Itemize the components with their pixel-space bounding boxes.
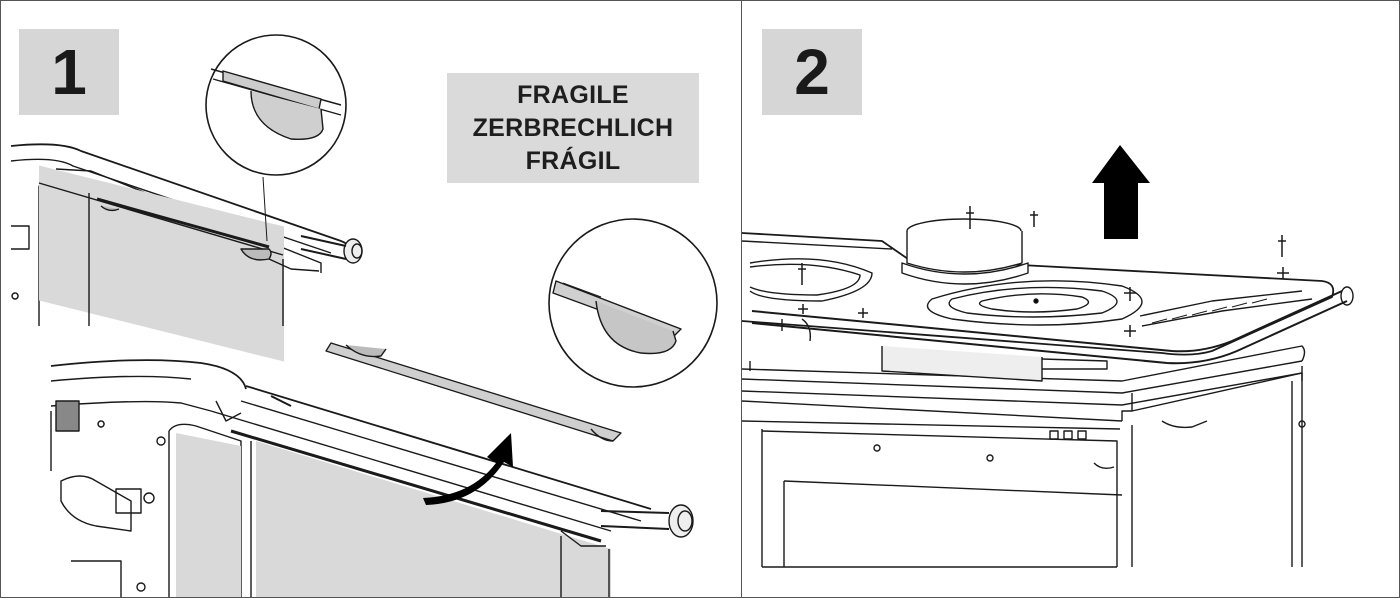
zoom-detail-bar bbox=[548, 218, 718, 388]
flue-collar bbox=[901, 218, 1029, 285]
fragile-text-de: ZERBRECHLICH bbox=[472, 113, 674, 142]
arrow-up-icon bbox=[1092, 145, 1150, 239]
fragile-text-es: FRÁGIL bbox=[525, 146, 621, 175]
screws bbox=[798, 206, 1289, 337]
step-1-illustration bbox=[10, 34, 718, 597]
fragile-text-en: FRAGILE bbox=[517, 80, 629, 109]
removed-trim-bar bbox=[325, 342, 622, 442]
step-number-badge: 1 bbox=[19, 29, 119, 115]
stove-body bbox=[742, 345, 1306, 568]
front-rail bbox=[751, 286, 1354, 365]
zoom-detail-top bbox=[205, 34, 347, 242]
step-2-panel: 2 bbox=[742, 0, 1400, 598]
curved-arrow-up-icon bbox=[423, 433, 513, 505]
step-2-illustration bbox=[742, 145, 1354, 568]
fragile-warning-label: FRAGILE ZERBRECHLICH FRÁGIL bbox=[447, 73, 699, 183]
step-number-badge: 2 bbox=[762, 29, 862, 115]
cooktop-plate bbox=[742, 232, 1335, 356]
lower-stove-view bbox=[50, 359, 694, 597]
step-1-panel: 1 FRAGILE ZERBRECHLICH FRÁGIL bbox=[0, 0, 742, 598]
upper-stove-view bbox=[10, 143, 363, 362]
